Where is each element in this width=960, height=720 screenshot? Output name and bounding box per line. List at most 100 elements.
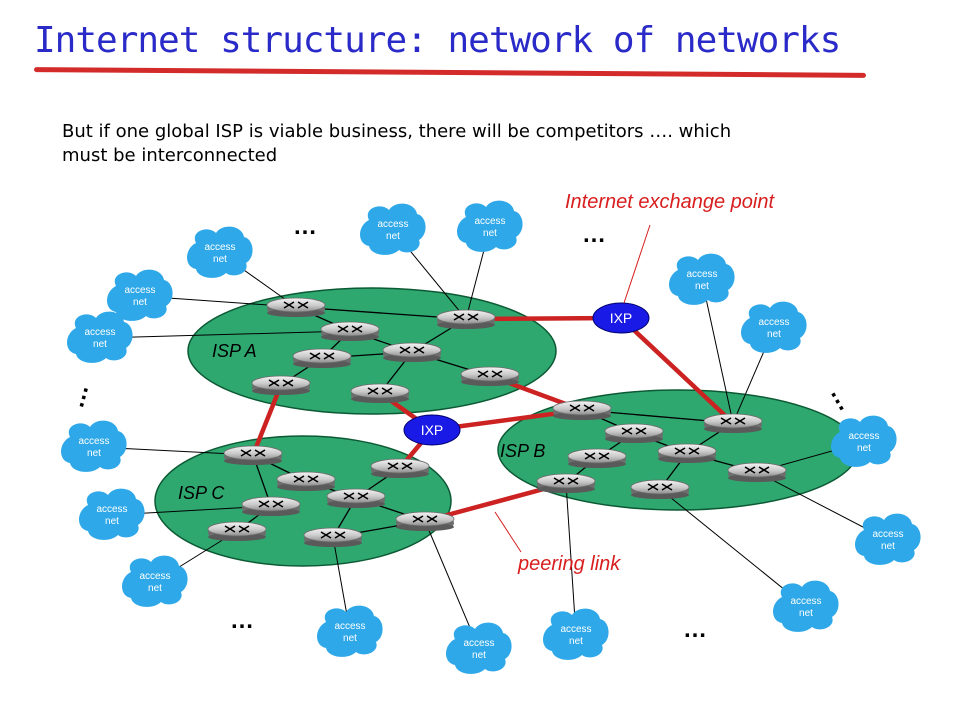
access-link: [659, 488, 807, 608]
access-net-label-line1: access: [377, 219, 408, 230]
ellipsis-top-right: …: [582, 221, 606, 248]
isp-a-label: ISP A: [212, 341, 257, 361]
ixp-callout-line: [623, 224, 651, 304]
access-net-label-line1: access: [334, 621, 365, 632]
access-net-label-line1: access: [84, 327, 115, 338]
access-net-label-line1: access: [790, 596, 821, 607]
router-icon: [223, 445, 283, 465]
access-link: [565, 482, 577, 636]
router-icon: [350, 383, 410, 403]
router-icon: [251, 375, 311, 395]
router-icon: [320, 321, 380, 341]
router-icon: [552, 400, 612, 420]
router-icon: [727, 462, 787, 482]
access-net-label-line2: net: [767, 329, 781, 340]
router-icon: [207, 521, 267, 541]
peering-link: [250, 382, 284, 458]
access-net-label-line1: access: [560, 624, 591, 635]
router-icon: [567, 448, 627, 468]
access-net-label-line1: access: [474, 216, 505, 227]
access-net-label-line2: net: [148, 583, 162, 594]
page-title: Internet structure: network of networks: [34, 20, 841, 61]
access-link: [99, 330, 351, 339]
router-icon: [382, 342, 442, 362]
ellipsis-bottom-right: …: [683, 616, 707, 643]
access-net-label-line2: net: [93, 339, 107, 350]
router-icon: [657, 443, 717, 463]
ellipsis-top-left: …: [293, 213, 317, 240]
ellipsis-right: …: [825, 382, 860, 416]
access-net-label-line2: net: [105, 516, 119, 527]
access-net-label-line2: net: [881, 541, 895, 552]
access-net-label-line2: net: [87, 448, 101, 459]
access-link: [701, 279, 734, 424]
peering-callout-label: peering link: [517, 553, 621, 575]
ixp-callout-label: Internet exchange point: [565, 191, 775, 213]
router-icon: [370, 458, 430, 478]
ixp-2-label: IXP: [421, 422, 444, 438]
router-icon: [241, 496, 301, 516]
access-net-label-line1: access: [78, 436, 109, 447]
router-icon: [604, 423, 664, 443]
ixp-2: IXP: [403, 414, 461, 446]
access-net-label-line1: access: [686, 269, 717, 280]
isp-c-label: ISP C: [178, 483, 225, 503]
access-net-label-line2: net: [857, 443, 871, 454]
access-net-label-line1: access: [758, 317, 789, 328]
access-net-label-line2: net: [799, 608, 813, 619]
router-icon: [630, 479, 690, 499]
access-net-label-line1: access: [139, 571, 170, 582]
access-net-label-line1: access: [872, 529, 903, 540]
access-net-label-line1: access: [848, 431, 879, 442]
ixp-1: IXP: [592, 302, 650, 334]
router-icon: [536, 473, 596, 493]
subtitle-line-1: But if one global ISP is viable business…: [62, 121, 732, 142]
router-icon: [292, 348, 352, 368]
router-icon: [703, 413, 763, 433]
router-icon: [326, 488, 386, 508]
router-icon: [460, 366, 520, 386]
subtitle: But if one global ISP is viable business…: [62, 120, 922, 168]
access-net-label-line2: net: [213, 254, 227, 265]
access-net-label-line2: net: [386, 231, 400, 242]
router-icon: [266, 297, 326, 317]
access-net-label-line2: net: [133, 297, 147, 308]
router-icon: [436, 309, 496, 329]
ellipsis-left: …: [62, 381, 94, 411]
access-net-label-line2: net: [472, 650, 486, 661]
access-net-label-line1: access: [96, 504, 127, 515]
peering-link: [618, 315, 736, 426]
access-net-label-line2: net: [695, 281, 709, 292]
access-net-label-line1: access: [204, 242, 235, 253]
access-net-label-line1: access: [124, 285, 155, 296]
access-net-label-line2: net: [343, 633, 357, 644]
access-nets: accessnetaccessnetaccessnetaccessnetacce…: [61, 200, 921, 674]
isp-b-label: ISP B: [500, 441, 545, 461]
access-net-label-line2: net: [483, 228, 497, 239]
routers: [207, 297, 787, 547]
router-icon: [303, 527, 363, 547]
access-net-label-line1: access: [463, 638, 494, 649]
access-net-label-line2: net: [569, 636, 583, 647]
peering-callout-line: [494, 511, 522, 553]
ellipsis-bottom-left: …: [230, 607, 254, 634]
subtitle-line-2: must be interconnected: [62, 145, 278, 166]
ixp-1-label: IXP: [610, 310, 633, 326]
router-icon: [276, 471, 336, 491]
